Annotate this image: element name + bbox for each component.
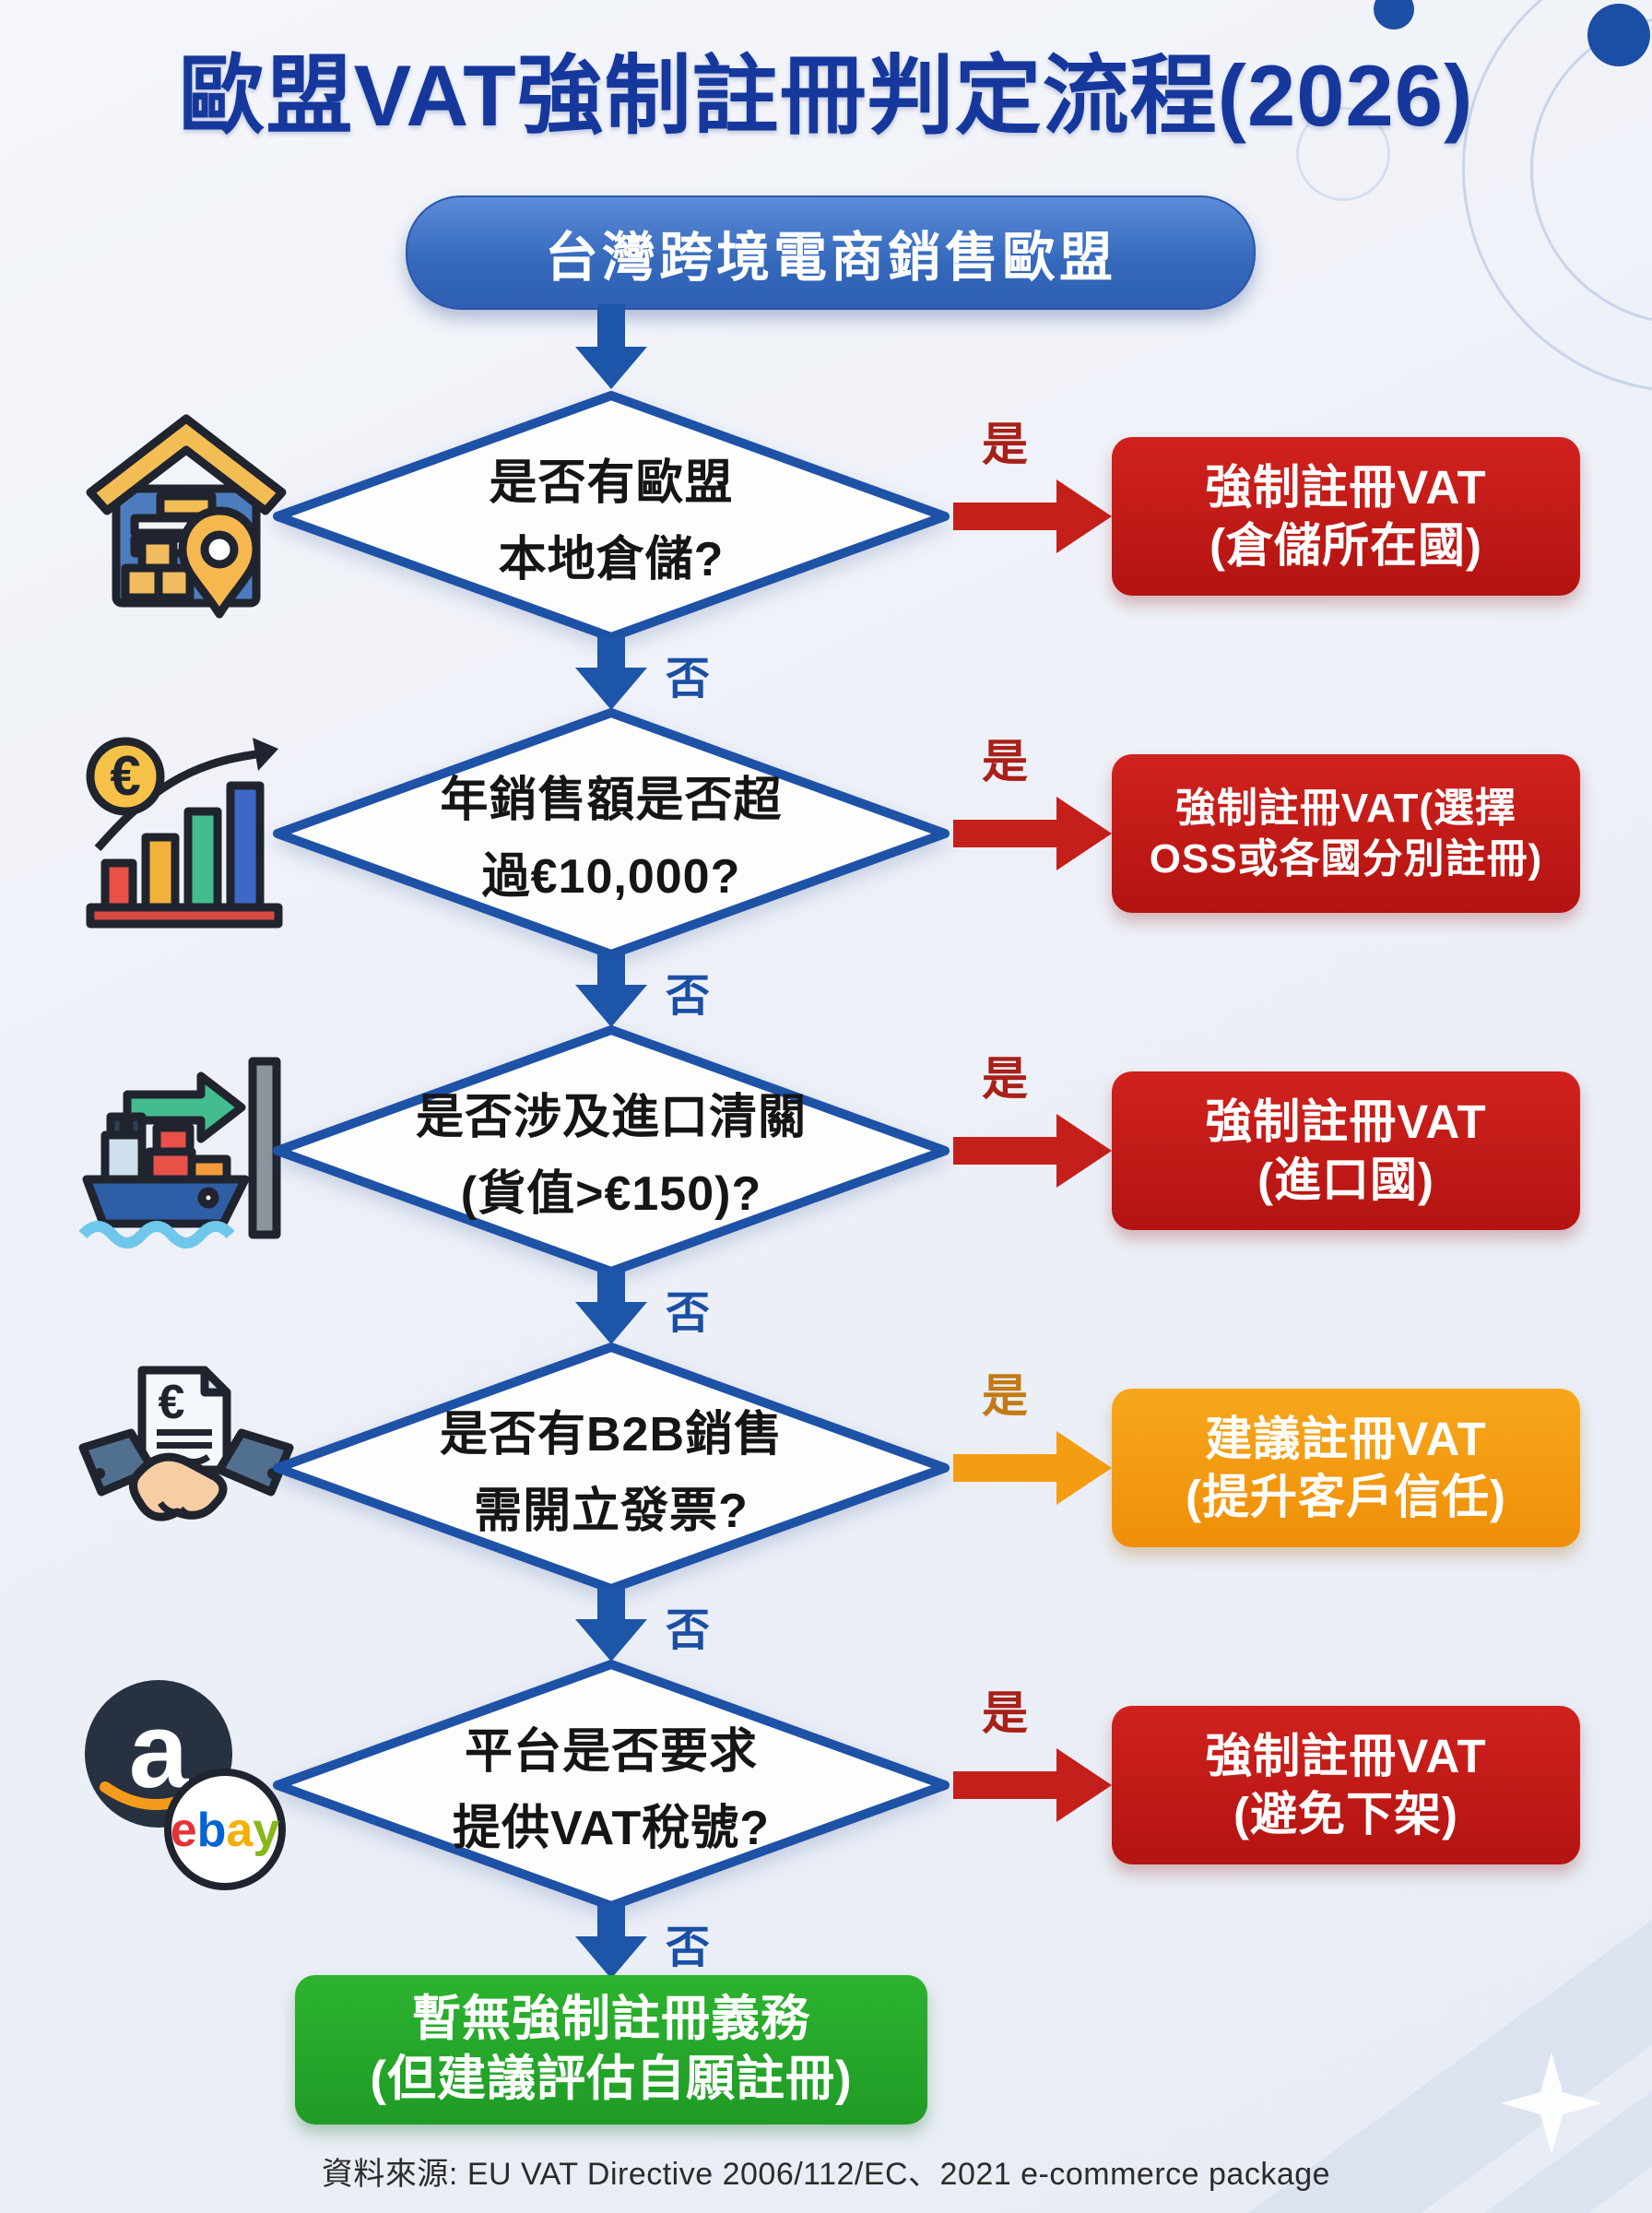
end-node: 暫無強制註冊義務 (但建議評估自願註冊) xyxy=(295,1975,927,2124)
flow-arrow-down xyxy=(575,1588,647,1662)
flow-arrow-down xyxy=(575,1905,647,1979)
result-line1: 建議註冊VAT xyxy=(1205,1412,1487,1465)
result-line1: 強制註冊VAT xyxy=(1205,1095,1487,1148)
question-line2: 本地倉儲? xyxy=(498,533,725,586)
yes-arrow xyxy=(953,479,1112,553)
yes-label: 是 xyxy=(982,736,1028,787)
no-label: 否 xyxy=(666,655,711,704)
warehouse-icon xyxy=(76,404,297,625)
decision-question: 是否有歐盟 本地倉儲? xyxy=(273,391,950,642)
result-line2: (進口國) xyxy=(1257,1154,1434,1206)
result-line2: OSS或各國分別註冊) xyxy=(1149,836,1543,882)
result-box: 強制註冊VAT (進口國) xyxy=(1112,1071,1580,1230)
result-line1: 強制註冊VAT xyxy=(1205,460,1487,514)
result-box: 強制註冊VAT (倉儲所在國) xyxy=(1112,437,1580,596)
decision-question: 是否有B2B銷售 需開立發票? xyxy=(273,1343,950,1593)
no-label: 否 xyxy=(666,1606,711,1655)
sales-chart-icon: € xyxy=(76,721,297,942)
question-line2: 需開立發票? xyxy=(474,1485,749,1538)
question-line2: 提供VAT稅號? xyxy=(452,1802,771,1855)
result-box: 強制註冊VAT(選擇 OSS或各國分別註冊) xyxy=(1112,754,1580,913)
result-line2: (提升客戶信任) xyxy=(1186,1471,1506,1523)
end-line2: (但建議評估自願註冊) xyxy=(370,2052,853,2106)
yes-label: 是 xyxy=(982,1053,1028,1105)
import-ship-icon xyxy=(76,1038,297,1260)
question-line2: 過€10,000? xyxy=(481,850,741,904)
start-node: 台灣跨境電商銷售歐盟 xyxy=(406,195,1256,310)
question-line2: (貨值>€150)? xyxy=(460,1167,762,1221)
yes-label: 是 xyxy=(982,1370,1028,1422)
decision-question: 平台是否要求 提供VAT稅號? xyxy=(273,1660,950,1911)
decorative-ring xyxy=(1296,107,1390,201)
flow-arrow-down xyxy=(575,953,647,1027)
result-line2: (避免下架) xyxy=(1233,1788,1458,1840)
result-box: 強制註冊VAT (避免下架) xyxy=(1112,1706,1580,1864)
result-line2: (倉儲所在國) xyxy=(1210,519,1482,572)
question-line1: 平台是否要求 xyxy=(464,1725,758,1779)
decision-row-b2b: € 是否有B2B銷售 需開立發票? 是 xyxy=(0,1309,1652,1627)
decision-row-import: 是否涉及進口清關 (貨值>€150)? 是 強制註冊VAT (進口國) xyxy=(0,992,1652,1309)
svg-text:ebay: ebay xyxy=(171,1804,280,1857)
page-title: 歐盟VAT強制註冊判定流程(2026) xyxy=(178,47,1474,144)
no-label: 否 xyxy=(666,1923,711,1972)
result-line1: 強制註冊VAT(選擇 xyxy=(1174,785,1517,831)
decision-question: 是否涉及進口清關 (貨值>€150)? xyxy=(273,1025,950,1276)
yes-label: 是 xyxy=(982,419,1028,470)
yes-arrow xyxy=(953,1114,1112,1188)
result-box: 建議註冊VAT (提升客戶信任) xyxy=(1112,1389,1580,1547)
source-note: 資料來源: EU VAT Directive 2006/112/EC、2021 … xyxy=(321,2157,1331,2192)
decorative-dot xyxy=(1587,4,1650,66)
svg-text:€: € xyxy=(110,745,140,807)
marketplace-icon: a ebay xyxy=(76,1673,297,1894)
end-line1: 暫無強制註冊義務 xyxy=(412,1992,810,2047)
yes-arrow xyxy=(953,797,1112,870)
question-line1: 年銷售額是否超 xyxy=(440,774,783,827)
question-line1: 是否涉及進口清關 xyxy=(415,1091,807,1144)
flow-arrow-down xyxy=(575,1271,647,1344)
decision-row-platform: a ebay 平台是否要求 提供VAT稅號? 是 強制註冊VAT (避免下架) xyxy=(0,1627,1652,1944)
no-label: 否 xyxy=(666,1289,711,1338)
yes-arrow xyxy=(953,1431,1112,1505)
decision-row-warehouse: 是否有歐盟 本地倉儲? 是 強制註冊VAT (倉儲所在國) xyxy=(0,358,1652,675)
yes-label: 是 xyxy=(982,1687,1028,1739)
question-line1: 是否有B2B銷售 xyxy=(439,1408,784,1462)
question-line1: 是否有歐盟 xyxy=(489,456,734,510)
result-line1: 強制註冊VAT xyxy=(1205,1729,1487,1782)
b2b-handshake-icon: € xyxy=(76,1355,297,1577)
decision-row-sales: € 年銷售額是否超 過€10,000? 是 強制註冊VAT(選擇 OSS或各國分… xyxy=(0,675,1652,992)
no-label: 否 xyxy=(666,972,711,1021)
yes-arrow xyxy=(953,1748,1112,1822)
flow-arrow-down xyxy=(575,304,647,389)
decision-question: 年銷售額是否超 過€10,000? xyxy=(273,708,950,959)
flow-arrow-down xyxy=(575,636,647,710)
svg-text:€: € xyxy=(159,1376,185,1429)
